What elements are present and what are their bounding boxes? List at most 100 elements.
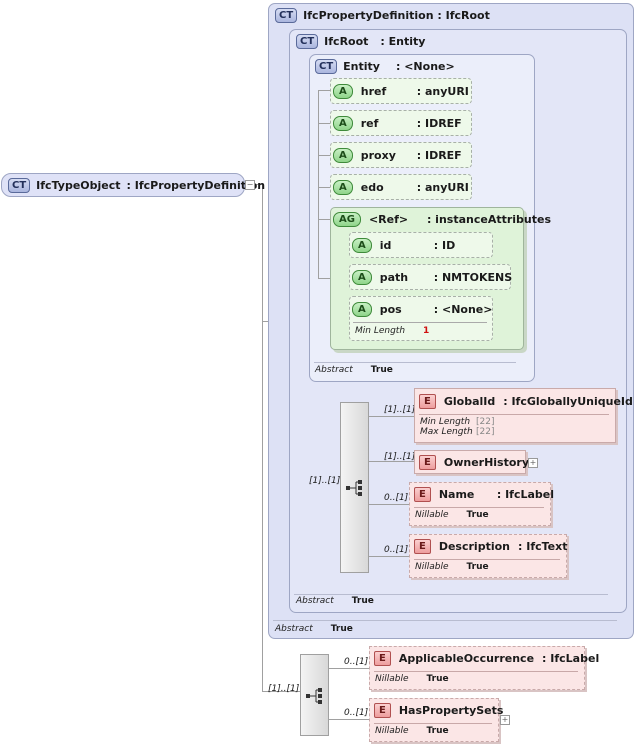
attribute-edo[interactable]: A edo : anyURI bbox=[330, 174, 472, 200]
meta-label: Min Length bbox=[355, 326, 406, 336]
node-type: : IfcPropertyDefinition bbox=[126, 179, 266, 192]
cardinality: 0..[1] bbox=[384, 545, 409, 555]
node-label: IfcPropertyDefinition : IfcRoot bbox=[303, 9, 490, 22]
element-icon: E bbox=[374, 651, 391, 666]
sequence-compositor[interactable] bbox=[340, 402, 369, 573]
element-name-label: HasPropertySets bbox=[398, 704, 504, 717]
attribute-group-icon: AG bbox=[333, 212, 361, 227]
attribute-ref[interactable]: A ref : IDREF bbox=[330, 110, 472, 136]
element-icon: E bbox=[419, 455, 436, 470]
attribute-name: href bbox=[360, 85, 387, 98]
element-type: : IfcLabel bbox=[496, 488, 555, 501]
element-icon: E bbox=[374, 703, 391, 718]
attribute-type: : <None> bbox=[433, 303, 493, 316]
attribute-name: id bbox=[379, 239, 392, 252]
complex-type-icon: CT bbox=[8, 178, 31, 193]
attribute-type: : IDREF bbox=[416, 149, 462, 162]
element-name[interactable]: E Name : IfcLabel Nillable True bbox=[409, 482, 555, 526]
meta-value: True bbox=[466, 510, 489, 520]
attribute-name: path bbox=[379, 271, 409, 284]
attribute-icon: A bbox=[333, 84, 353, 99]
connector bbox=[318, 219, 332, 220]
node-name: IfcTypeObject bbox=[36, 179, 121, 192]
connector bbox=[369, 556, 409, 557]
connector bbox=[318, 187, 332, 188]
connector bbox=[262, 184, 263, 691]
meta-label: Nillable bbox=[375, 726, 409, 736]
meta-label: Nillable bbox=[415, 562, 449, 572]
connector bbox=[318, 90, 332, 91]
meta-label: Abstract bbox=[296, 596, 334, 606]
separator bbox=[414, 507, 544, 508]
node-type: : <None> bbox=[395, 60, 455, 73]
element-ownerhistory[interactable]: E OwnerHistory bbox=[414, 450, 530, 474]
connector bbox=[318, 123, 332, 124]
attribute-name: proxy bbox=[360, 149, 396, 162]
complex-type-icon: CT bbox=[275, 8, 298, 23]
meta-value: [22] bbox=[476, 427, 495, 437]
connector bbox=[369, 504, 409, 505]
cardinality: [1]..[1] bbox=[268, 684, 300, 694]
element-icon: E bbox=[414, 487, 431, 502]
element-name-label: Name bbox=[438, 488, 475, 501]
separator bbox=[294, 594, 608, 595]
element-name: OwnerHistory bbox=[443, 456, 530, 469]
attribute-type: : ID bbox=[433, 239, 456, 252]
element-haspropertysets[interactable]: E HasPropertySets Nillable True bbox=[369, 698, 503, 742]
connector bbox=[318, 90, 319, 278]
element-type: : IfcText bbox=[518, 540, 568, 553]
group-type: : instanceAttributes bbox=[426, 213, 552, 226]
connector bbox=[318, 155, 332, 156]
meta-value: True bbox=[351, 596, 374, 606]
attribute-icon: A bbox=[333, 180, 353, 195]
element-applicableoccurrence[interactable]: E ApplicableOccurrence : IfcLabel Nillab… bbox=[369, 646, 599, 690]
meta-value: 1 bbox=[423, 326, 430, 336]
expand-icon[interactable]: + bbox=[528, 458, 538, 468]
attribute-type: : NMTOKENS bbox=[433, 271, 513, 284]
expand-icon[interactable]: + bbox=[500, 715, 510, 725]
attribute-id[interactable]: A id : ID bbox=[349, 232, 493, 258]
meta-label: Nillable bbox=[415, 510, 449, 520]
attribute-name: ref bbox=[360, 117, 379, 130]
attribute-type: : IDREF bbox=[416, 117, 462, 130]
element-description[interactable]: E Description : IfcText Nillable True bbox=[409, 534, 567, 578]
cardinality: [1]..[1] bbox=[384, 452, 416, 462]
cardinality: [1]..[1] bbox=[309, 476, 341, 486]
node-name: Entity bbox=[343, 60, 380, 73]
attribute-pos[interactable]: A pos : <None> Min Length 1 bbox=[349, 296, 493, 341]
meta-value: True bbox=[330, 624, 353, 634]
sequence-compositor[interactable] bbox=[300, 654, 329, 736]
meta-label: Min Length bbox=[420, 417, 471, 427]
meta-value: True bbox=[426, 674, 449, 684]
connector bbox=[329, 668, 369, 669]
attribute-path[interactable]: A path : NMTOKENS bbox=[349, 264, 513, 290]
complex-type-icon: CT bbox=[296, 34, 319, 49]
attribute-icon: A bbox=[352, 302, 372, 317]
element-type: : IfcGloballyUniqueId bbox=[503, 395, 633, 408]
complex-type-icon: CT bbox=[315, 59, 338, 74]
connector bbox=[369, 416, 414, 417]
cardinality: 0..[1] bbox=[344, 708, 369, 718]
connector bbox=[369, 461, 414, 462]
meta-value: True bbox=[426, 726, 449, 736]
cardinality: [1]..[1] bbox=[384, 405, 416, 415]
collapse-icon[interactable]: − bbox=[245, 180, 255, 190]
attribute-type: : anyURI bbox=[416, 181, 469, 194]
separator bbox=[273, 620, 617, 621]
separator bbox=[414, 559, 560, 560]
attribute-icon: A bbox=[352, 238, 372, 253]
node-name: IfcRoot bbox=[324, 35, 369, 48]
separator bbox=[374, 671, 578, 672]
sequence-icon bbox=[346, 480, 362, 496]
attribute-href[interactable]: A href : anyURI bbox=[330, 78, 472, 104]
ifctypeobject-node[interactable]: CT IfcTypeObject : IfcPropertyDefinition bbox=[1, 173, 265, 197]
attribute-type: : anyURI bbox=[416, 85, 469, 98]
attribute-proxy[interactable]: A proxy : IDREF bbox=[330, 142, 472, 168]
separator bbox=[353, 322, 487, 323]
attribute-icon: A bbox=[333, 116, 353, 131]
attribute-name: pos bbox=[379, 303, 402, 316]
element-globalid[interactable]: E GlobalId : IfcGloballyUniqueId Min Len… bbox=[414, 388, 633, 443]
element-type: : IfcLabel bbox=[542, 652, 600, 665]
sequence-icon bbox=[306, 688, 322, 704]
separator bbox=[374, 723, 492, 724]
